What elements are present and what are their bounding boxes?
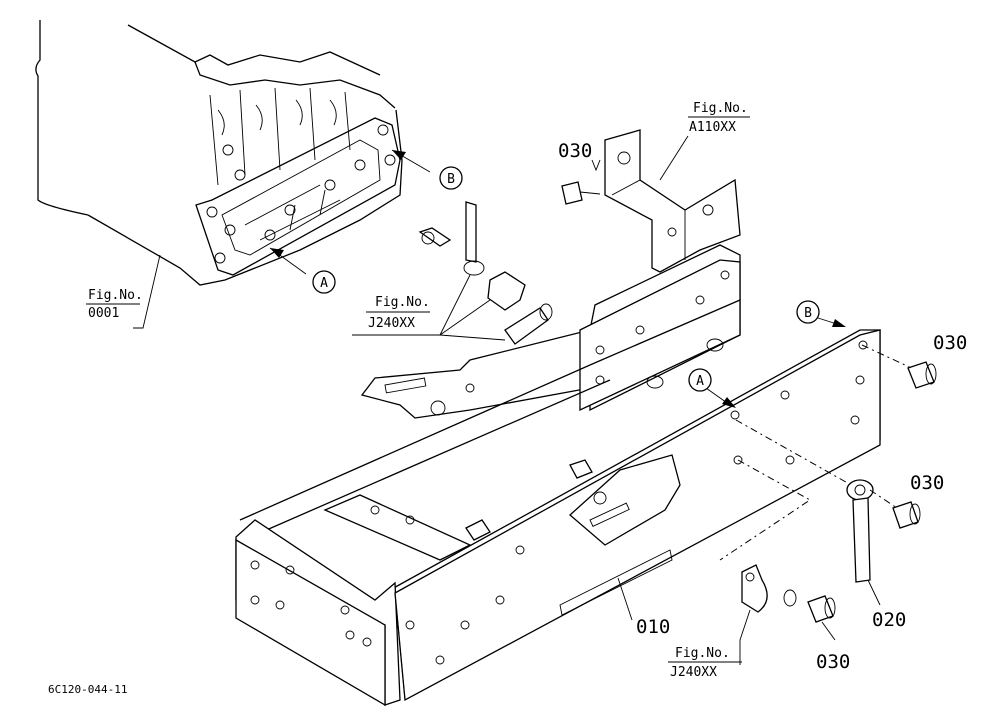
- fig-ref-clamp-bottom-line2: J240XX: [670, 665, 717, 680]
- fig-ref-engine-line1: Fig.No.: [88, 288, 143, 303]
- fig-ref-bracket-line2: A110XX: [689, 120, 736, 135]
- main-frame: [235, 244, 881, 707]
- callout-b-frame: B: [796, 300, 820, 324]
- fig-ref-clamp-mid-line2: J240XX: [368, 316, 415, 331]
- bolt-top: [561, 159, 601, 205]
- callout-a-frame: A: [688, 368, 712, 392]
- part-label-bolt-right-top: 030: [933, 332, 967, 354]
- middle-clamp-parts: [418, 201, 553, 345]
- fig-ref-engine-line2: 0001: [88, 306, 119, 321]
- svg-text:A: A: [696, 374, 704, 389]
- callout-b-engine: B: [439, 166, 463, 190]
- svg-text:A: A: [320, 276, 328, 291]
- fig-ref-bracket-line1: Fig.No.: [693, 101, 748, 116]
- part-label-bolt-right-mid: 030: [910, 472, 944, 494]
- top-bracket: [604, 129, 741, 273]
- part-label-strap: 020: [872, 609, 906, 631]
- callout-a-engine: A: [312, 270, 336, 294]
- bottom-clamp: [741, 564, 797, 613]
- fig-ref-clamp-mid-line1: Fig.No.: [375, 295, 430, 310]
- fig-ref-clamp-bottom: Fig.No. J240XX: [668, 646, 742, 680]
- bolt-right-top: [907, 361, 937, 389]
- fig-ref-clamp-bottom-line1: Fig.No.: [675, 646, 730, 661]
- strap-020: [846, 479, 874, 583]
- fig-ref-clamp-mid: Fig.No. J240XX: [366, 295, 430, 331]
- svg-text:B: B: [447, 172, 455, 187]
- bolt-right-mid: [892, 501, 921, 529]
- svg-text:B: B: [804, 306, 812, 321]
- fig-ref-bracket-top: Fig.No. A110XX: [659, 101, 750, 181]
- part-label-bolt-top: 030: [558, 140, 592, 162]
- bolt-bottom: [807, 595, 836, 623]
- engine-block: [35, 20, 403, 286]
- part-label-frame: 010: [636, 616, 670, 638]
- part-label-bolt-bottom: 030: [816, 651, 850, 673]
- drawing-code: 6C120-044-11: [48, 683, 127, 696]
- fig-ref-engine: Fig.No. 0001: [86, 288, 143, 321]
